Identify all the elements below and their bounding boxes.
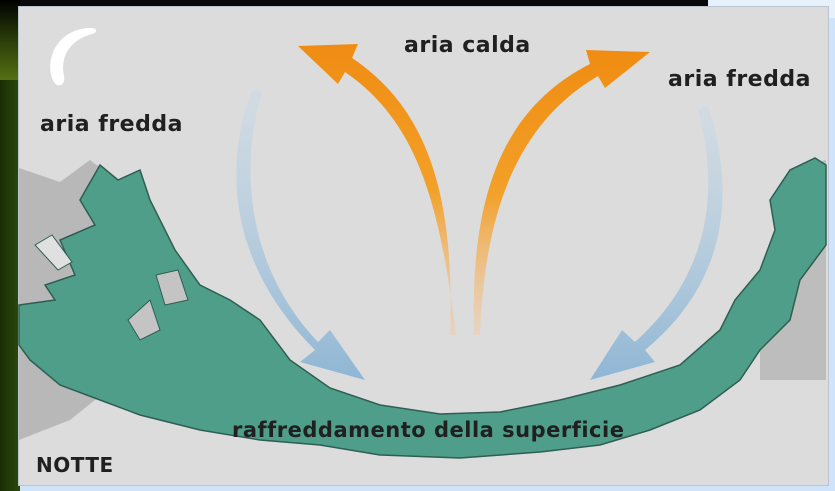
cold-arrow-right	[590, 105, 723, 380]
cold-air-label-right: aria fredda	[668, 67, 811, 92]
night-label: NOTTE	[36, 453, 114, 477]
warm-air-label: aria calda	[404, 33, 531, 58]
crescent-moon-icon	[50, 28, 96, 86]
surface-cooling-label: raffreddamento della superficie	[232, 418, 624, 442]
warm-arrow-right	[474, 50, 650, 335]
warm-arrow-left	[298, 44, 456, 335]
cold-air-label-left: aria fredda	[40, 112, 183, 137]
valley-terrain	[19, 158, 826, 458]
